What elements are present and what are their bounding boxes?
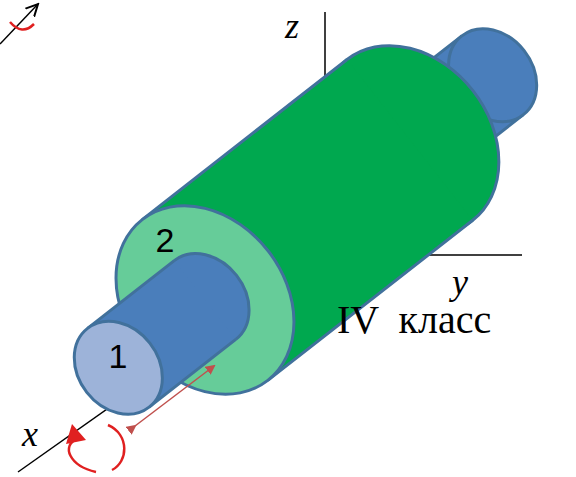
rotation-arrow — [10, 22, 34, 30]
class-caption: IV класс — [337, 300, 491, 340]
shaft-front-face — [56, 304, 181, 432]
callout-number: 1 — [109, 339, 128, 373]
shaft-entry-edge — [174, 236, 267, 339]
rotation-arrowhead — [66, 424, 86, 444]
callout-number: 2 — [156, 223, 175, 257]
axis-label: x — [22, 416, 38, 452]
axis-label: y — [452, 264, 468, 300]
axis-label: z — [285, 8, 299, 44]
translation-arrow — [135, 366, 214, 426]
axis-arrow — [0, 4, 38, 44]
